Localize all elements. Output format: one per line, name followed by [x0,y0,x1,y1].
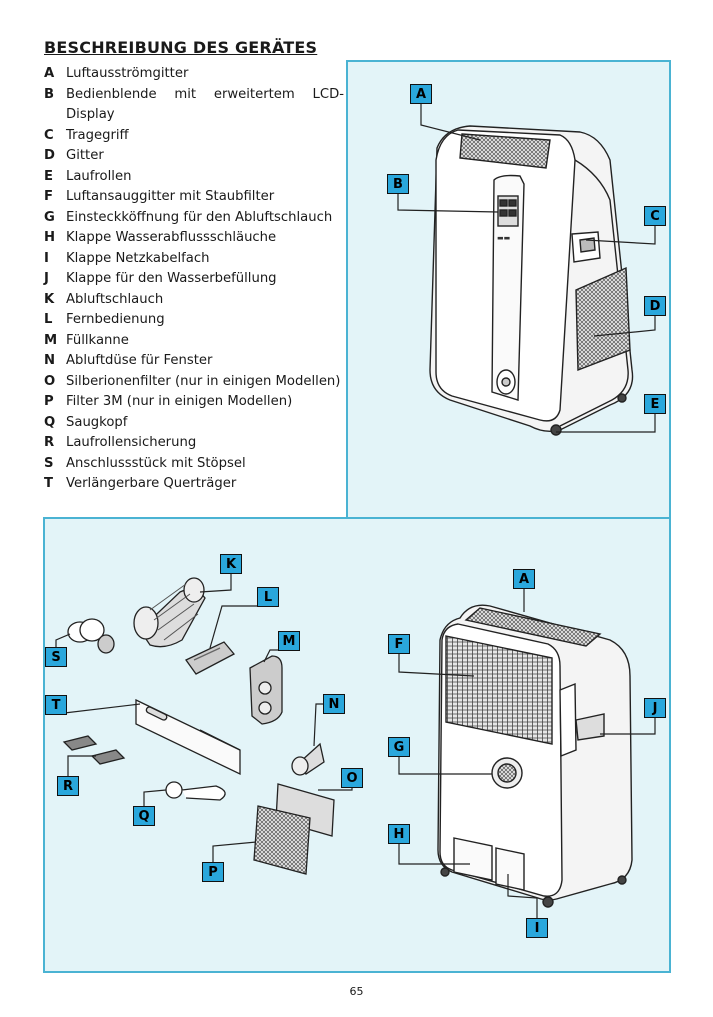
water-jug-drawing [249,655,283,725]
callout-g: G [388,737,410,757]
callout-d: D [644,296,666,316]
window-bracket-drawing [135,698,241,776]
adapter-drawing [67,618,115,654]
callout-p: P [202,862,224,882]
callout-a-top: A [410,84,432,104]
legend-box-border [43,517,348,519]
callout-b: B [387,174,409,194]
callout-j: J [644,698,666,718]
callout-e: E [644,394,666,414]
suction-head-drawing [165,781,226,801]
page-number: 65 [349,985,364,998]
callout-q: Q [133,806,155,826]
callout-s: S [45,647,67,667]
svg-text:▬▬: ▬▬ [497,234,510,242]
callout-a-bottom: A [513,569,535,589]
callout-i: I [526,918,548,938]
callout-r: R [57,776,79,796]
callout-c: C [644,206,666,226]
callout-f: F [388,634,410,654]
callout-n: N [323,694,345,714]
callout-o: O [341,768,363,788]
exhaust-hose-drawing [133,577,206,648]
window-nozzle-drawing [291,742,325,776]
callout-t: T [45,695,67,715]
callout-l: L [257,587,279,607]
top-unit-drawing: ▬▬ [429,125,634,436]
callout-m: M [278,631,300,651]
wheel-stops-drawing [62,735,126,765]
remote-drawing [185,641,236,675]
accessories-drawing [62,577,335,875]
page-title: BESCHREIBUNG DES GERÄTES [44,38,318,57]
callout-k: K [220,554,242,574]
callout-h: H [388,824,410,844]
filter-3m-drawing [253,805,311,875]
bottom-unit-drawing [437,604,633,908]
